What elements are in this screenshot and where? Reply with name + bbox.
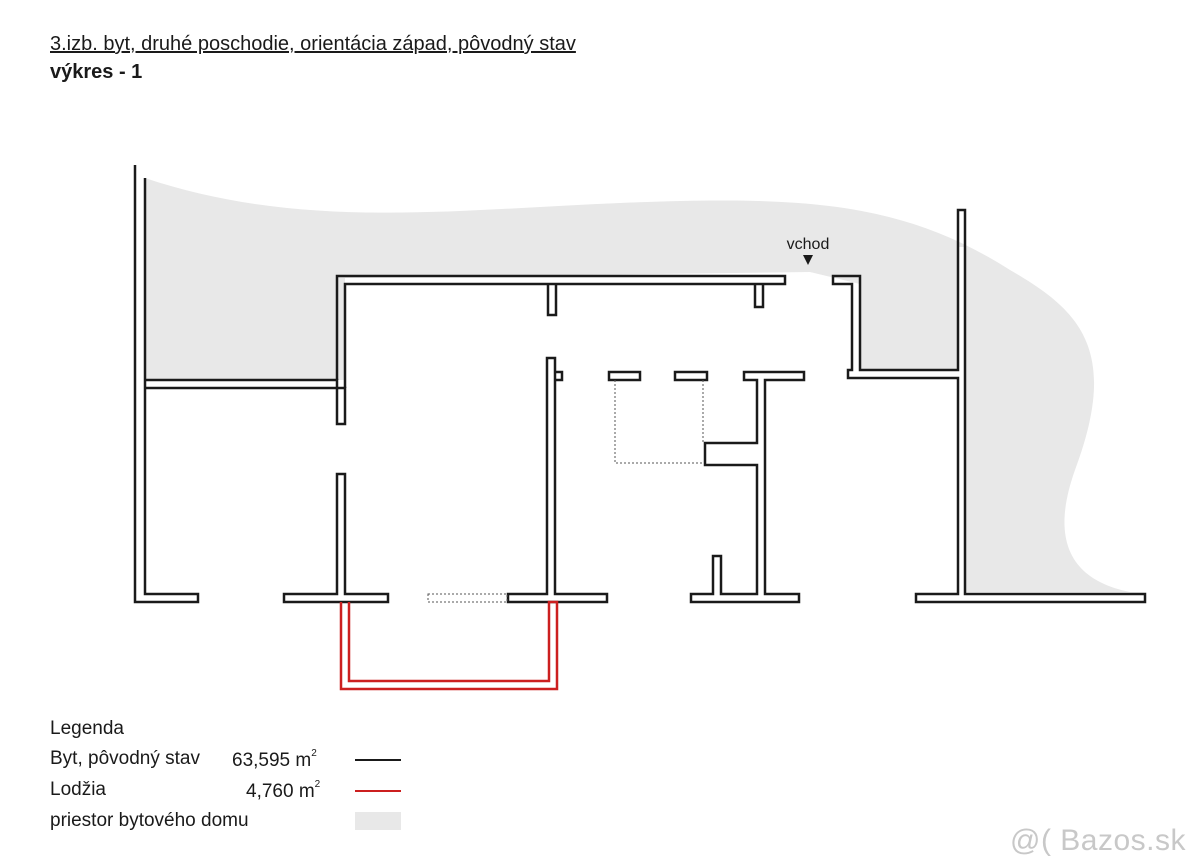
legend-line-loggia	[355, 790, 401, 792]
legend-item-label: Lodžia	[50, 779, 106, 800]
common-area-shading	[145, 178, 1130, 592]
watermark: @( Bazos.sk	[1010, 824, 1186, 857]
entrance-arrow-icon	[803, 255, 813, 265]
drawing-subtitle: výkres - 1	[50, 61, 143, 83]
loggia-outline	[339, 600, 559, 691]
apartment-walls	[133, 165, 1147, 604]
drawing-title: 3.izb. byt, druhé poschodie, orientácia …	[50, 33, 576, 55]
legend-item-label: Byt, pôvodný stav	[50, 748, 200, 769]
legend-swatch-common-area	[355, 812, 401, 830]
legend-item-value: 4,760 m2	[246, 779, 321, 802]
dotted-partitions	[427, 380, 704, 603]
legend-item-label: priestor bytového domu	[50, 810, 249, 831]
entrance-label: vchod	[787, 236, 830, 253]
legend-line-apartment	[355, 759, 401, 761]
legend-item-value: 63,595 m2	[232, 748, 317, 771]
legend-title: Legenda	[50, 718, 124, 739]
